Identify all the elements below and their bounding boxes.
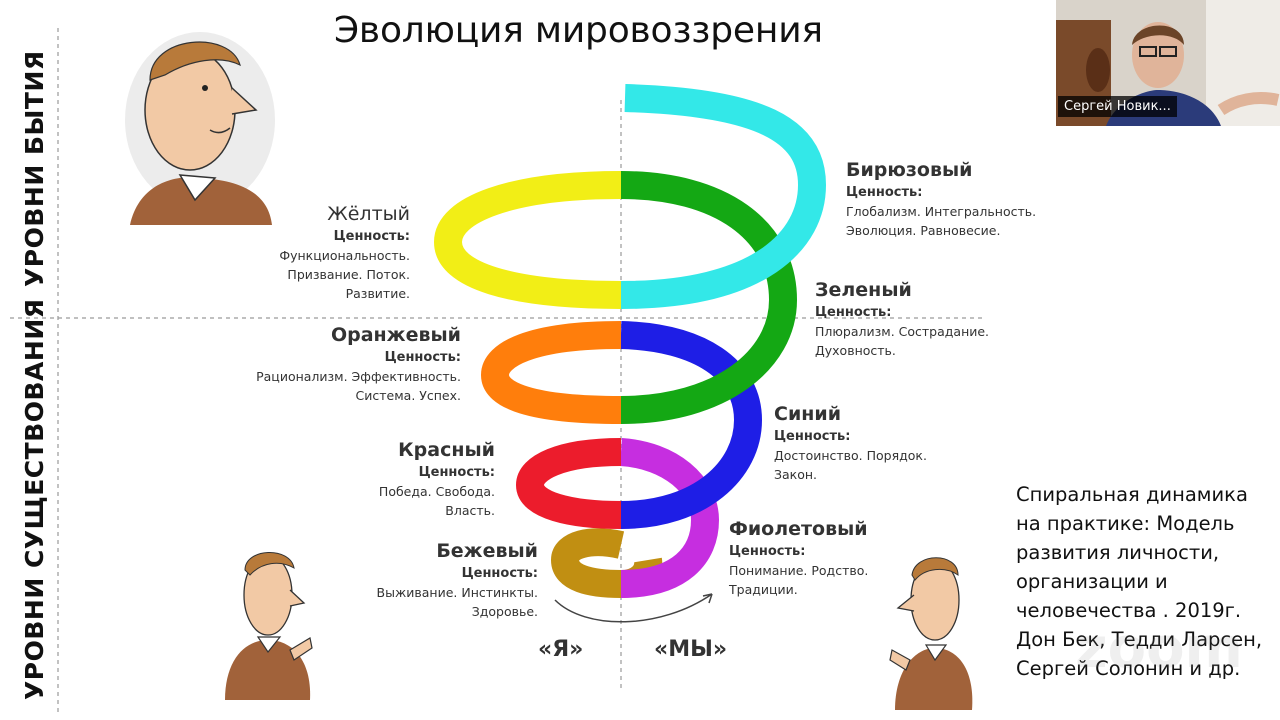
participant-name-label: Сергей Новик... (1058, 96, 1177, 117)
citation-text: Спиральная динамика на практике: Модель … (1016, 483, 1263, 680)
level-green-name: Зеленый (815, 279, 912, 301)
spiral-green (620, 171, 798, 424)
direction-arrow-head (702, 593, 713, 604)
level-purple-name: Фиолетовый (729, 518, 868, 540)
level-yellow-value-label: Ценность: (333, 229, 410, 244)
level-yellow-name: Жёлтый (327, 203, 410, 225)
level-blue: Синий Ценность: Достоинство. Порядок. За… (774, 401, 927, 484)
level-red-desc-2: Власть. (445, 503, 495, 518)
spiral-blue-lower (620, 321, 763, 529)
pronoun-we: «МЫ» (654, 637, 728, 662)
level-orange: Оранжевый Ценность: Рационализм. Эффекти… (240, 322, 461, 405)
level-green: Зеленый Ценность: Плюрализм. Сострадание… (815, 277, 989, 360)
level-beige-name: Бежевый (436, 540, 538, 562)
level-red-value-label: Ценность: (418, 465, 495, 480)
level-red: Красный Ценность: Победа. Свобода. Власт… (335, 437, 495, 520)
level-turquoise: Бирюзовый Ценность: Глобализм. Интеграль… (846, 157, 1036, 240)
level-turquoise-name: Бирюзовый (846, 159, 973, 181)
level-red-desc-1: Победа. Свобода. (378, 484, 495, 499)
level-orange-value-label: Ценность: (384, 350, 461, 365)
level-beige-desc-1: Выживание. Инстинкты. (376, 585, 538, 600)
level-beige: Бежевый Ценность: Выживание. Инстинкты. … (358, 538, 538, 621)
level-green-desc-1: Плюрализм. Сострадание. (815, 324, 990, 339)
level-purple: Фиолетовый Ценность: Понимание. Родство.… (729, 516, 868, 599)
level-red-name: Красный (398, 439, 495, 461)
spiral-turquoise (620, 84, 827, 309)
character-top-left (125, 32, 275, 225)
level-yellow-desc-3: Развитие. (345, 286, 410, 301)
level-orange-name: Оранжевый (330, 324, 461, 346)
level-turquoise-value-label: Ценность: (846, 185, 923, 200)
direction-arrow (554, 593, 713, 623)
level-green-value-label: Ценность: (815, 305, 892, 320)
level-beige-value-label: Ценность: (461, 566, 538, 581)
spiral-purple (619, 438, 720, 598)
spiral-yellow (433, 171, 622, 309)
level-turquoise-desc-2: Эволюция. Равновесие. (846, 223, 1001, 238)
spiral-red (515, 438, 622, 529)
level-purple-value-label: Ценность: (729, 544, 806, 559)
level-turquoise-desc-1: Глобализм. Интегральность. (846, 204, 1037, 219)
level-purple-desc-2: Традиции. (729, 582, 798, 597)
zoom-watermark: zoom (1075, 616, 1243, 681)
level-orange-desc-2: Система. Успех. (355, 388, 461, 403)
level-blue-name: Синий (774, 403, 842, 425)
level-blue-desc-1: Достоинство. Порядок. (774, 448, 927, 463)
spiral-orange (480, 321, 622, 424)
level-purple-desc-1: Понимание. Родство. (729, 563, 869, 578)
pronoun-i: «Я» (538, 637, 584, 662)
character-bottom-right (889, 557, 973, 710)
level-blue-desc-2: Закон. (774, 467, 818, 482)
level-yellow-desc-1: Функциональность. (279, 248, 410, 263)
level-beige-desc-2: Здоровье. (471, 604, 538, 619)
level-yellow: Жёлтый Ценность: Функциональность. Призв… (230, 201, 410, 303)
level-green-desc-2: Духовность. (815, 343, 896, 358)
slide-title: Эволюция мировоззрения (334, 10, 823, 51)
level-orange-desc-1: Рационализм. Эффективность. (256, 369, 461, 384)
level-yellow-desc-2: Призвание. Поток. (287, 267, 410, 282)
character-bottom-left (225, 552, 313, 700)
level-blue-value-label: Ценность: (774, 429, 851, 444)
